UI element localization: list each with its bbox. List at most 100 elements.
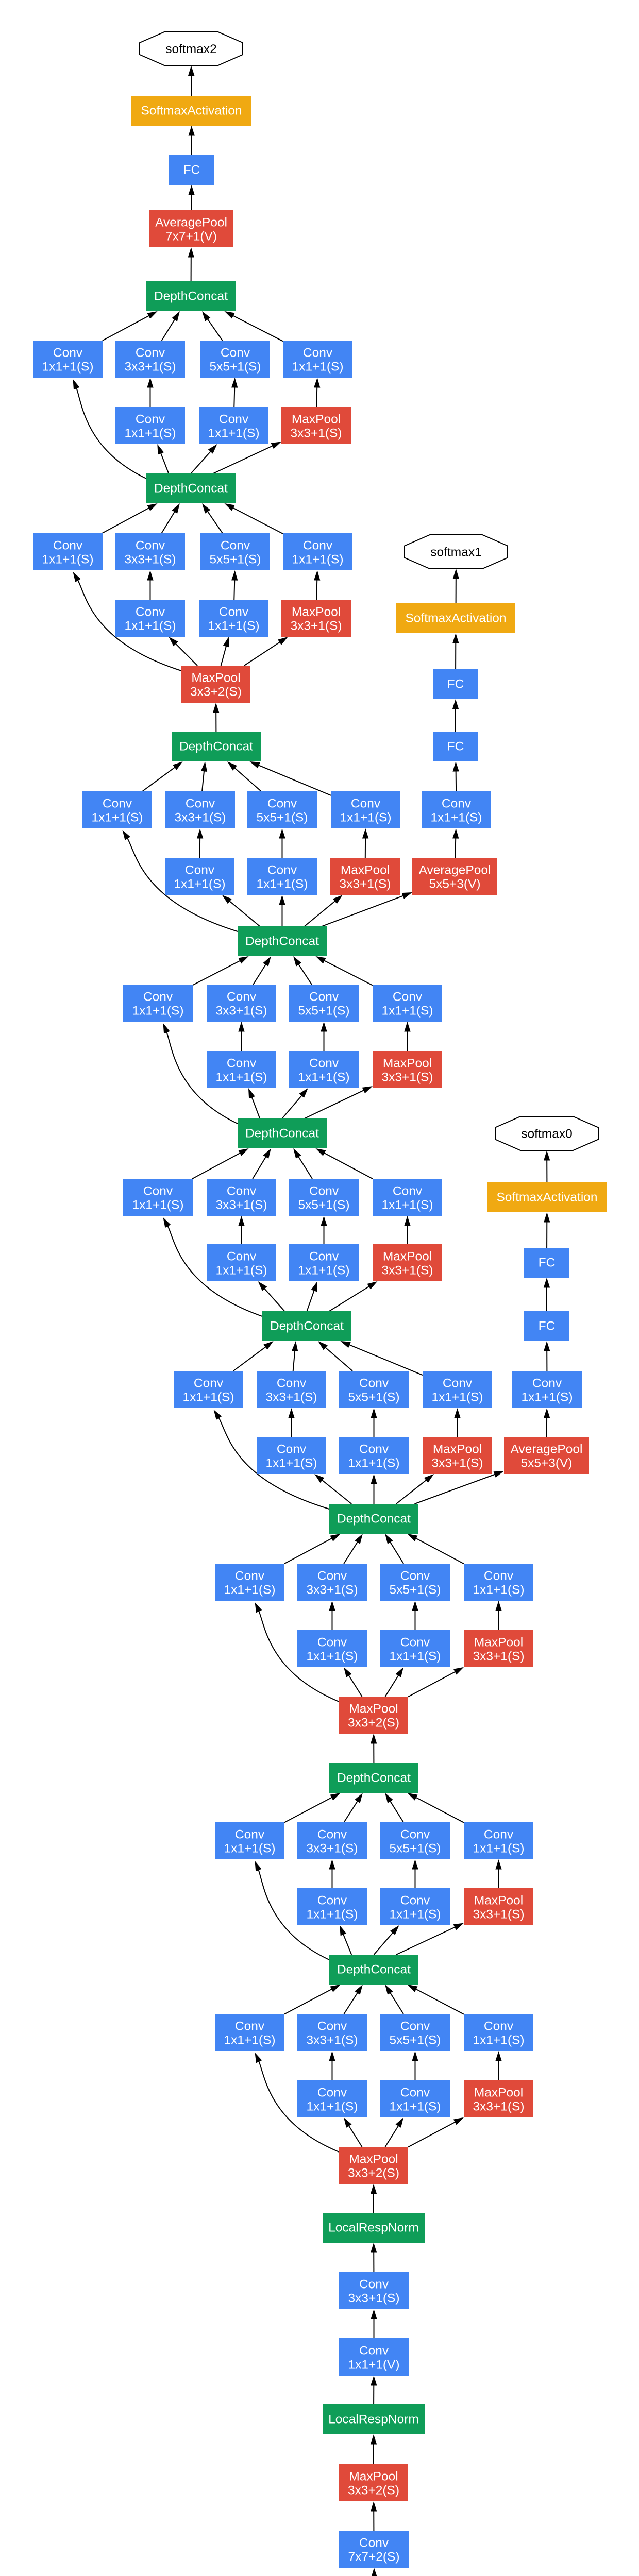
svg-text:Conv: Conv [309, 1184, 339, 1198]
svg-text:Conv: Conv [235, 1569, 265, 1583]
svg-text:MaxPool: MaxPool [292, 605, 341, 619]
svg-text:3x3+1(S): 3x3+1(S) [290, 619, 342, 633]
svg-text:MaxPool: MaxPool [349, 2153, 398, 2166]
svg-text:Conv: Conv [309, 1250, 339, 1264]
svg-text:1x1+1(S): 1x1+1(S) [298, 1264, 349, 1278]
svg-text:Conv: Conv [219, 605, 249, 619]
svg-text:Conv: Conv [317, 1894, 347, 1908]
svg-text:Conv: Conv [303, 346, 333, 360]
svg-text:Conv: Conv [484, 2020, 514, 2033]
svg-text:Conv: Conv [400, 1636, 430, 1650]
svg-text:7x7+1(V): 7x7+1(V) [165, 230, 217, 244]
svg-text:DepthConcat: DepthConcat [154, 482, 228, 496]
svg-text:1x1+1(S): 1x1+1(S) [521, 1391, 573, 1404]
svg-text:SoftmaxActivation: SoftmaxActivation [405, 612, 506, 625]
svg-text:FC: FC [183, 163, 200, 177]
svg-text:1x1+1(S): 1x1+1(S) [389, 1908, 441, 1922]
svg-text:5x5+1(S): 5x5+1(S) [209, 553, 261, 567]
svg-text:FC: FC [447, 677, 464, 691]
svg-text:1x1+1(S): 1x1+1(S) [389, 2100, 441, 2114]
svg-text:MaxPool: MaxPool [383, 1250, 432, 1264]
svg-text:3x3+1(S): 3x3+1(S) [473, 1908, 524, 1922]
svg-text:Conv: Conv [317, 2020, 347, 2033]
svg-text:DepthConcat: DepthConcat [270, 1319, 344, 1333]
svg-text:DepthConcat: DepthConcat [337, 1771, 411, 1785]
svg-text:5x5+1(S): 5x5+1(S) [209, 360, 261, 374]
svg-text:1x1+1(S): 1x1+1(S) [215, 1071, 267, 1084]
svg-text:Conv: Conv [53, 539, 83, 553]
svg-text:SoftmaxActivation: SoftmaxActivation [141, 104, 242, 118]
svg-text:Conv: Conv [277, 1443, 307, 1456]
svg-text:3x3+1(S): 3x3+1(S) [339, 877, 391, 891]
svg-text:1x1+1(S): 1x1+1(S) [265, 1456, 317, 1470]
svg-text:1x1+1(S): 1x1+1(S) [256, 877, 308, 891]
svg-text:Conv: Conv [53, 346, 83, 360]
svg-text:Conv: Conv [227, 990, 257, 1004]
svg-text:1x1+1(S): 1x1+1(S) [124, 427, 176, 440]
svg-text:5x5+1(S): 5x5+1(S) [389, 1583, 441, 1597]
svg-text:Conv: Conv [351, 797, 381, 811]
svg-text:FC: FC [539, 1319, 556, 1333]
svg-text:MaxPool: MaxPool [349, 1702, 398, 1716]
svg-text:1x1+1(S): 1x1+1(S) [306, 1650, 358, 1664]
svg-text:3x3+1(S): 3x3+1(S) [381, 1071, 433, 1084]
svg-text:DepthConcat: DepthConcat [245, 935, 319, 948]
svg-text:MaxPool: MaxPool [341, 863, 390, 877]
svg-text:5x5+3(V): 5x5+3(V) [429, 877, 480, 891]
svg-text:3x3+1(S): 3x3+1(S) [124, 360, 176, 374]
svg-text:Conv: Conv [136, 346, 165, 360]
svg-text:Conv: Conv [400, 2020, 430, 2033]
svg-text:Conv: Conv [143, 990, 173, 1004]
svg-text:3x3+2(S): 3x3+2(S) [348, 2166, 399, 2180]
svg-text:5x5+1(S): 5x5+1(S) [389, 2033, 441, 2047]
svg-text:3x3+1(S): 3x3+1(S) [124, 553, 176, 567]
svg-text:Conv: Conv [267, 863, 297, 877]
svg-text:Conv: Conv [532, 1377, 562, 1391]
svg-text:5x5+1(S): 5x5+1(S) [298, 1198, 349, 1212]
svg-text:Conv: Conv [136, 539, 165, 553]
svg-text:DepthConcat: DepthConcat [337, 1963, 411, 1977]
svg-text:Conv: Conv [359, 1443, 389, 1456]
svg-text:LocalRespNorm: LocalRespNorm [328, 2413, 419, 2427]
svg-text:softmax1: softmax1 [430, 546, 481, 560]
svg-text:1x1+1(S): 1x1+1(S) [182, 1391, 234, 1404]
svg-text:Conv: Conv [103, 797, 132, 811]
svg-text:softmax0: softmax0 [521, 1127, 572, 1141]
svg-text:Conv: Conv [185, 863, 215, 877]
svg-text:AveragePool: AveragePool [419, 863, 491, 877]
svg-text:Conv: Conv [400, 1828, 430, 1842]
svg-text:Conv: Conv [277, 1377, 307, 1391]
svg-text:Conv: Conv [219, 413, 249, 427]
svg-text:5x5+1(S): 5x5+1(S) [298, 1004, 349, 1018]
svg-text:DepthConcat: DepthConcat [154, 290, 228, 303]
svg-text:Conv: Conv [317, 1569, 347, 1583]
svg-text:1x1+1(S): 1x1+1(S) [306, 1908, 358, 1922]
svg-text:1x1+1(S): 1x1+1(S) [348, 1456, 399, 1470]
svg-text:Conv: Conv [400, 1569, 430, 1583]
svg-text:3x3+1(S): 3x3+1(S) [290, 427, 342, 440]
svg-text:1x1+1(S): 1x1+1(S) [91, 811, 143, 825]
svg-text:Conv: Conv [400, 1894, 430, 1908]
svg-text:MaxPool: MaxPool [292, 413, 341, 427]
svg-text:Conv: Conv [359, 2536, 389, 2550]
svg-text:Conv: Conv [267, 797, 297, 811]
svg-text:softmax2: softmax2 [165, 42, 216, 56]
svg-text:1x1+1(S): 1x1+1(S) [340, 811, 391, 825]
svg-text:Conv: Conv [303, 539, 333, 553]
svg-text:1x1+1(S): 1x1+1(S) [42, 553, 93, 567]
svg-text:1x1+1(S): 1x1+1(S) [132, 1004, 183, 1018]
svg-text:3x3+2(S): 3x3+2(S) [190, 685, 242, 699]
svg-text:3x3+1(S): 3x3+1(S) [348, 2292, 399, 2306]
svg-text:3x3+1(S): 3x3+1(S) [473, 1650, 524, 1664]
svg-text:1x1+1(S): 1x1+1(S) [292, 360, 343, 374]
svg-text:Conv: Conv [136, 605, 165, 619]
svg-text:1x1+1(S): 1x1+1(S) [124, 619, 176, 633]
svg-text:1x1+1(S): 1x1+1(S) [208, 427, 259, 440]
svg-text:Conv: Conv [136, 413, 165, 427]
svg-text:Conv: Conv [186, 797, 215, 811]
svg-text:DepthConcat: DepthConcat [179, 740, 253, 754]
svg-text:LocalRespNorm: LocalRespNorm [328, 2221, 419, 2235]
svg-text:1x1+1(V): 1x1+1(V) [348, 2358, 399, 2372]
svg-text:1x1+1(S): 1x1+1(S) [132, 1198, 183, 1212]
svg-text:Conv: Conv [235, 2020, 265, 2033]
